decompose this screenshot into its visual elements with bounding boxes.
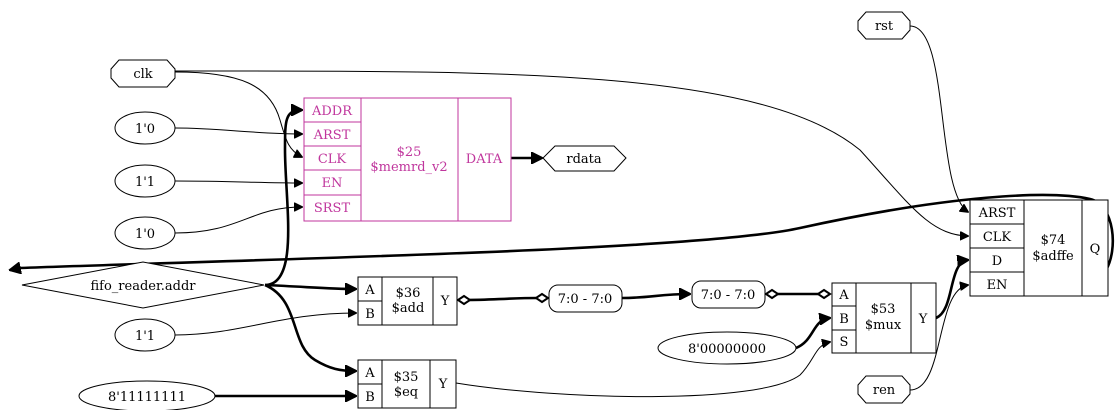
- eq-port-y: Y: [438, 377, 448, 392]
- port-ren-label: ren: [873, 383, 896, 398]
- mux-port-y: Y: [918, 312, 928, 327]
- memrd-port-en: EN: [322, 176, 343, 191]
- slice-1-label: 7:0 - 7:0: [558, 292, 613, 307]
- eq-port-b: B: [365, 390, 375, 405]
- memrd-type: $memrd_v2: [370, 160, 447, 175]
- wires: [10, 25, 1115, 398]
- add-port-y: Y: [440, 294, 450, 309]
- add-port-a: A: [364, 283, 375, 298]
- wire-ren-ff: [909, 285, 968, 391]
- const-en-label: 1'1: [135, 175, 155, 190]
- bus-zero-mux: [795, 318, 830, 350]
- bus-addr-eq: [264, 283, 356, 371]
- slice-1: 7:0 - 7:0: [548, 284, 623, 313]
- bus-addr-add: [264, 285, 356, 289]
- node-fifo-reader-addr-label: fifo_reader.addr: [90, 279, 196, 294]
- ff-port-q: Q: [1090, 242, 1101, 257]
- ff-port-d: D: [992, 254, 1002, 269]
- cell-adffe: ARST CLK D EN $74 $adffe Q: [969, 199, 1109, 297]
- slice-2-label: 7:0 - 7:0: [701, 288, 756, 303]
- ff-id: $74: [1041, 233, 1066, 248]
- memrd-port-clk: CLK: [318, 152, 347, 167]
- const-mux-zero: 8'00000000: [657, 331, 797, 365]
- wire-srst-const: [174, 207, 302, 234]
- cell-eq: A B $35 $eq Y: [357, 359, 457, 409]
- memrd-port-arst: ARST: [313, 128, 351, 143]
- port-ren: ren: [857, 375, 911, 404]
- eq-port-a: A: [364, 366, 375, 381]
- port-rdata: rdata: [542, 145, 627, 172]
- eq-id: $35: [394, 370, 419, 385]
- ff-type: $adffe: [1032, 249, 1074, 264]
- port-clk-label: clk: [133, 67, 152, 82]
- wire-eq-mux: [455, 342, 830, 398]
- wire-arst-const: [174, 127, 302, 134]
- add-id: $36: [396, 286, 421, 301]
- memrd-port-data: DATA: [466, 152, 503, 167]
- wire-en-const: [174, 181, 302, 183]
- bus-addr-memrd: [264, 110, 302, 287]
- bus-mux-ff: [935, 260, 968, 320]
- eq-type: $eq: [394, 385, 418, 400]
- port-rdata-label: rdata: [566, 152, 602, 167]
- const-add-b-label: 1'1: [135, 329, 155, 344]
- const-arst: 1'0: [114, 111, 176, 145]
- ff-port-arst: ARST: [978, 206, 1016, 221]
- cell-memrd: ADDR ARST CLK EN SRST $25 $memrd_v2 DATA: [303, 97, 512, 222]
- port-clk: clk: [110, 59, 176, 88]
- mux-port-a: A: [838, 288, 849, 303]
- memrd-port-srst: SRST: [314, 201, 351, 216]
- cell-add: A B $36 $add Y: [357, 276, 458, 326]
- port-rst-label: rst: [875, 19, 894, 34]
- port-rst: rst: [857, 11, 911, 40]
- mux-port-s: S: [840, 335, 849, 350]
- wire-addb-const: [174, 313, 356, 336]
- wire-rst-ff: [909, 25, 968, 212]
- bus-add-slice1: [465, 296, 539, 302]
- add-port-b: B: [365, 307, 375, 322]
- add-type: $add: [392, 301, 425, 316]
- memrd-port-addr: ADDR: [311, 104, 353, 119]
- const-srst: 1'0: [114, 216, 176, 250]
- memrd-id: $25: [397, 145, 422, 160]
- const-mux-zero-label: 8'00000000: [688, 342, 766, 357]
- mux-port-b: B: [839, 312, 849, 327]
- const-eq-b-label: 8'11111111: [108, 390, 186, 405]
- wire-clk-ff: [174, 70, 968, 236]
- wire-clk-memrd: [174, 71, 302, 157]
- mux-type: $mux: [865, 318, 902, 333]
- mux-id: $53: [871, 302, 896, 317]
- node-fifo-reader-addr: fifo_reader.addr: [21, 261, 265, 309]
- const-srst-label: 1'0: [135, 227, 155, 242]
- slice-2: 7:0 - 7:0: [691, 280, 766, 309]
- const-add-b: 1'1: [114, 318, 176, 352]
- const-eq-b: 8'11111111: [78, 380, 216, 410]
- ff-port-en: EN: [987, 278, 1008, 293]
- const-arst-label: 1'0: [135, 122, 155, 137]
- const-en: 1'1: [114, 164, 176, 198]
- bus-slice1-slice2: [621, 294, 690, 298]
- cell-mux: A B S $53 $mux Y: [831, 282, 937, 354]
- ff-port-clk: CLK: [983, 230, 1012, 245]
